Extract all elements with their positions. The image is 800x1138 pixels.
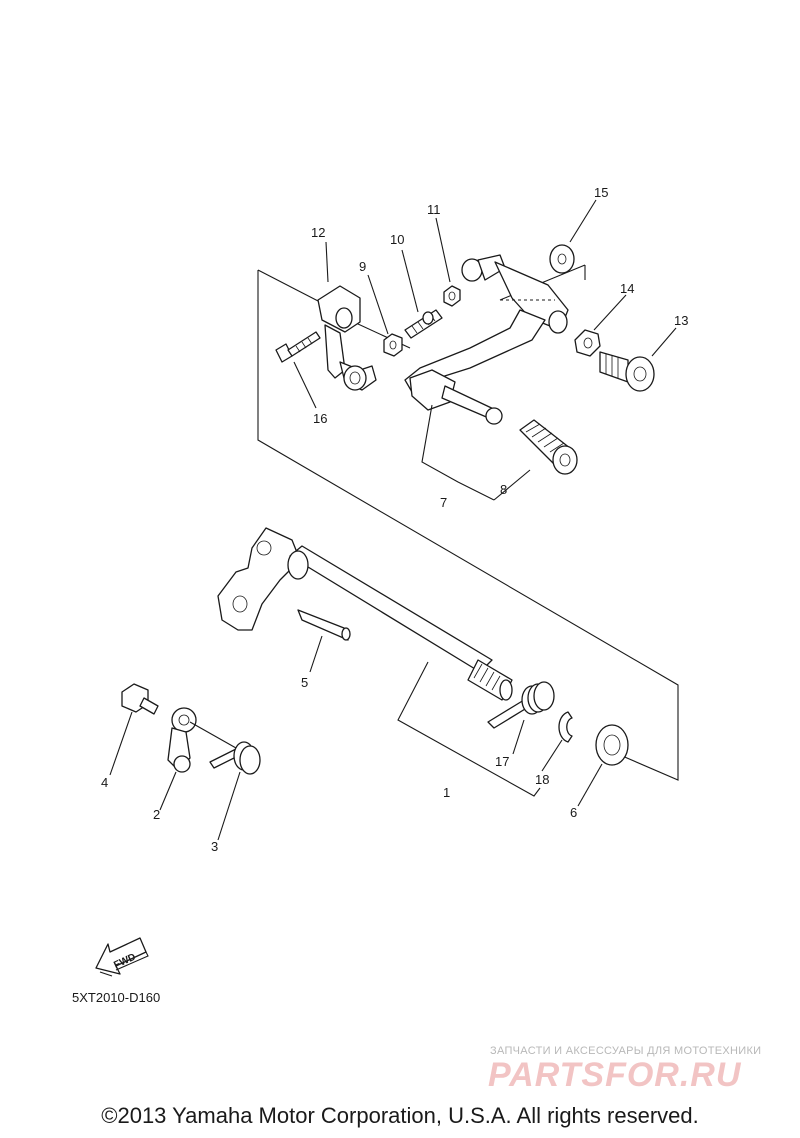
- label-part-3: 3: [211, 839, 218, 854]
- part-12-linkage-arm: [317, 285, 377, 391]
- label-part-2: 2: [153, 807, 160, 822]
- fwd-arrow-icon: FWD: [95, 937, 149, 977]
- label-part-10: 10: [390, 232, 404, 247]
- label-part-5: 5: [301, 675, 308, 690]
- part-9-nut: [383, 333, 403, 357]
- part-14-washer: [574, 329, 601, 357]
- upper-assembly-frame: [257, 264, 679, 781]
- part-17-spring: [487, 681, 555, 729]
- part-4-bolt: [121, 683, 159, 715]
- part-15-washer: [549, 244, 575, 274]
- part-1-shift-shaft: [217, 527, 513, 701]
- part-13-pivot-bolt: [599, 351, 655, 392]
- part-number-labels: 1 2 3 4 5 6 7 8 9 10 11 12 13 14 15 16 1…: [101, 185, 688, 854]
- part-18-circlip: [558, 711, 573, 743]
- watermark-subtitle: ЗАПЧАСТИ И АКСЕССУАРЫ ДЛЯ МОТОТЕХНИКИ: [490, 1045, 762, 1057]
- part-2-stopper-lever: [167, 707, 197, 773]
- label-part-8: 8: [500, 482, 507, 497]
- label-part-14: 14: [620, 281, 634, 296]
- part-8-rubber-peg: [519, 419, 578, 475]
- label-part-16: 16: [313, 411, 327, 426]
- label-part-12: 12: [311, 225, 325, 240]
- label-part-13: 13: [674, 313, 688, 328]
- leader-lines: [109, 199, 677, 841]
- diagram-code: 5XT2010-D160: [72, 990, 161, 1005]
- label-part-18: 18: [535, 772, 549, 787]
- part-16-bolt: [275, 331, 321, 363]
- part-7-shift-pedal: [404, 254, 569, 425]
- part-3-torsion-spring: [209, 741, 261, 775]
- label-part-15: 15: [594, 185, 608, 200]
- label-part-7: 7: [440, 495, 447, 510]
- label-part-1: 1: [443, 785, 450, 800]
- label-part-11: 11: [427, 202, 441, 217]
- label-part-9: 9: [359, 259, 366, 274]
- part-10-rod: [404, 309, 443, 339]
- label-part-17: 17: [495, 754, 509, 769]
- part-5-pin: [297, 609, 351, 641]
- label-part-4: 4: [101, 775, 108, 790]
- label-part-6: 6: [570, 805, 577, 820]
- part-11-nut: [443, 285, 461, 307]
- watermark-logo: PARTSFOR.RU: [488, 1056, 742, 1094]
- part-6-oil-seal: [595, 724, 629, 766]
- copyright-notice: ©2013 Yamaha Motor Corporation, U.S.A. A…: [101, 1103, 699, 1128]
